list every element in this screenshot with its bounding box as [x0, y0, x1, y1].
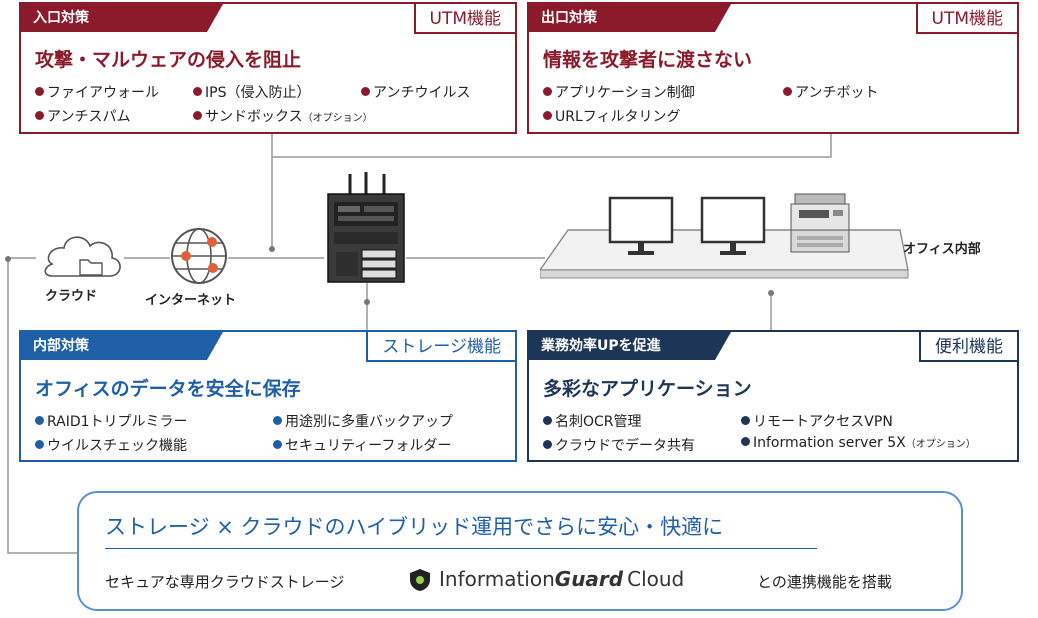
internal-tab: 内部対策: [21, 332, 223, 360]
hybrid-underline: [105, 548, 817, 549]
internal-item-backup: 用途別に多重バックアップ: [273, 411, 453, 431]
hybrid-text-before: セキュアな専用クラウドストレージ: [105, 573, 345, 591]
outbound-function-label: UTM機能: [915, 4, 1017, 34]
efficiency-item-cloud-share: クラウドでデータ共有: [543, 435, 695, 455]
inbound-item-ips: IPS（侵入防止）: [193, 82, 310, 102]
internal-function-label: ストレージ機能: [366, 332, 515, 362]
logo-word-2: Guard: [554, 567, 624, 591]
efficiency-option-note: （オプション）: [905, 439, 976, 450]
outbound-panel: 出口対策 UTM機能 情報を攻撃者に渡さない アプリケーション制御 アンチボット…: [527, 2, 1019, 134]
top-connector: [271, 134, 832, 158]
inbound-tab: 入口対策: [21, 4, 223, 32]
inbound-option-note: （オプション）: [302, 113, 373, 124]
logo-word-1: Information: [439, 567, 555, 591]
monitor-icon: [608, 196, 674, 255]
inbound-function-label: UTM機能: [413, 4, 515, 34]
hybrid-headline: ストレージ × クラウドのハイブリッド運用でさらに安心・快適に: [105, 515, 724, 539]
utm-storage-device-icon: [327, 172, 405, 283]
internet-label: インターネット: [145, 293, 237, 308]
efficiency-function-label: 便利機能: [919, 332, 1017, 362]
internal-headline: オフィスのデータを安全に保存: [35, 378, 301, 400]
cloud-icon: [44, 236, 121, 277]
inbound-panel: 入口対策 UTM機能 攻撃・マルウェアの侵入を阻止 ファイアウォール IPS（侵…: [19, 2, 517, 134]
globe-icon: [171, 228, 227, 284]
internal-panel: 内部対策 ストレージ機能 オフィスのデータを安全に保存 RAID1トリプルミラー…: [19, 330, 517, 462]
cloud-left-line: [7, 257, 77, 554]
outbound-item-antibot: アンチボット: [783, 82, 878, 102]
efficiency-item-vpn: リモートアクセスVPN: [741, 411, 893, 431]
efficiency-headline: 多彩なアプリケーション: [543, 378, 752, 400]
efficiency-item-ocr: 名刺OCR管理: [543, 411, 642, 431]
shield-icon: [410, 569, 430, 591]
inbound-item-sandbox: サンドボックス（オプション）: [193, 106, 373, 126]
internal-item-raid: RAID1トリプルミラー: [35, 411, 188, 431]
outbound-item-url-filter: URLフィルタリング: [543, 106, 681, 126]
cloud-label: クラウド: [45, 289, 98, 304]
inbound-item-firewall: ファイアウォール: [35, 82, 159, 102]
hybrid-panel: ストレージ × クラウドのハイブリッド運用でさらに安心・快適に セキュアな専用ク…: [77, 491, 963, 611]
outbound-tab: 出口対策: [529, 4, 731, 32]
inbound-item-antispam: アンチスパム: [35, 106, 130, 126]
printer-icon: [790, 193, 850, 253]
logo-word-3: Cloud: [627, 567, 685, 591]
efficiency-panel: 業務効率UPを促進 便利機能 多彩なアプリケーション 名刺OCR管理 リモートア…: [527, 330, 1019, 462]
internal-item-virus-check: ウイルスチェック機能: [35, 435, 187, 455]
inbound-headline: 攻撃・マルウェアの侵入を阻止: [35, 49, 302, 71]
monitor-icon: [700, 196, 766, 255]
office-label: オフィス内部: [903, 242, 981, 257]
inbound-item-antivirus: アンチウイルス: [361, 82, 470, 102]
outbound-item-app-control: アプリケーション制御: [543, 82, 695, 102]
efficiency-tab: 業務効率UPを促進: [529, 332, 731, 360]
efficiency-item-info-server: Information server 5X（オプション）: [741, 435, 976, 451]
outbound-headline: 情報を攻撃者に渡さない: [543, 49, 753, 71]
internal-item-security-folder: セキュリティーフォルダー: [273, 435, 451, 455]
hybrid-text-after: との連携機能を搭載: [757, 573, 892, 591]
